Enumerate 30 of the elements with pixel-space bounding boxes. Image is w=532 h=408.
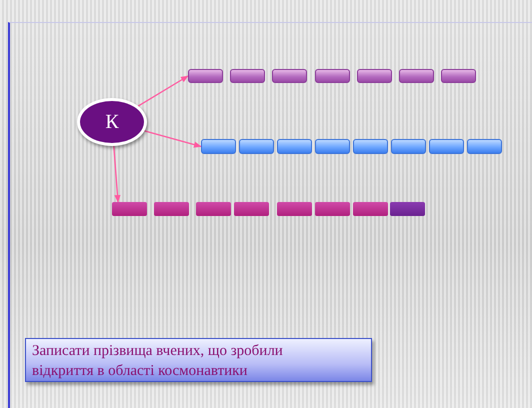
bar-shape bbox=[357, 69, 392, 83]
arrow bbox=[144, 130, 202, 148]
bar-shape bbox=[315, 139, 350, 154]
bar-shape bbox=[391, 139, 426, 154]
bar-shape bbox=[315, 69, 350, 83]
bar-shape bbox=[429, 139, 464, 154]
arrow bbox=[113, 146, 121, 203]
bar-shape bbox=[201, 139, 236, 154]
bar-shape bbox=[467, 139, 502, 154]
bar-shape bbox=[315, 202, 350, 216]
bar-shape bbox=[272, 69, 307, 83]
bar-shape bbox=[230, 69, 265, 83]
letter-label: К bbox=[105, 110, 119, 134]
bar-shape bbox=[277, 202, 312, 216]
letter-circle bbox=[77, 98, 147, 146]
bar-shape bbox=[390, 202, 425, 216]
bar-shape bbox=[353, 139, 388, 154]
arrow bbox=[138, 75, 189, 107]
task-box bbox=[25, 338, 372, 382]
bar-shape bbox=[154, 202, 189, 216]
bar-shape bbox=[353, 202, 388, 216]
bar-shape bbox=[399, 69, 434, 83]
bar-shape bbox=[188, 69, 223, 83]
task-text: Записати прізвища вчених, що зробили відкриття в області космонавтики bbox=[32, 342, 284, 381]
bar-shape bbox=[239, 139, 274, 154]
bar-shape bbox=[234, 202, 269, 216]
bar-shape bbox=[196, 202, 231, 216]
bar-shape bbox=[441, 69, 476, 83]
bar-shape bbox=[277, 139, 312, 154]
bar-shape bbox=[112, 202, 147, 216]
